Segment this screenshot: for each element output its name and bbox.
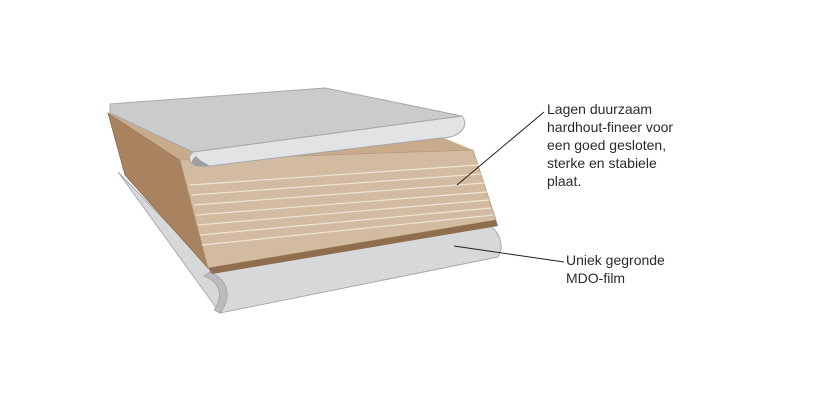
veneer-callout-line-4: sterke en stabiele <box>547 155 657 171</box>
veneer-callout-line-5: plaat. <box>547 173 582 189</box>
veneer-callout-line-3: een goed gesloten, <box>547 137 667 153</box>
veneer-callout-line-1: Lagen duurzaam <box>547 101 653 117</box>
film-callout-line-1: Uniek gegronde <box>566 252 665 268</box>
film-callout-label: Uniek gegronde MDO-film <box>566 251 665 287</box>
top-film-curl-shadow <box>191 156 210 167</box>
veneer-leader-line <box>456 111 545 186</box>
bottom-film-curl <box>203 271 228 314</box>
top-film-layer <box>109 87 466 167</box>
veneer-callout-line-2: hardhout-fineer voor <box>547 119 674 135</box>
film-callout-line-2: MDO-film <box>566 270 626 286</box>
film-leader-line <box>453 245 565 263</box>
veneer-callout-label: Lagen duurzaam hardhout-fineer voor een … <box>547 100 673 190</box>
veneer-lines <box>189 164 494 246</box>
wood-bottom-edge <box>208 220 498 274</box>
top-film-curl <box>188 115 466 167</box>
